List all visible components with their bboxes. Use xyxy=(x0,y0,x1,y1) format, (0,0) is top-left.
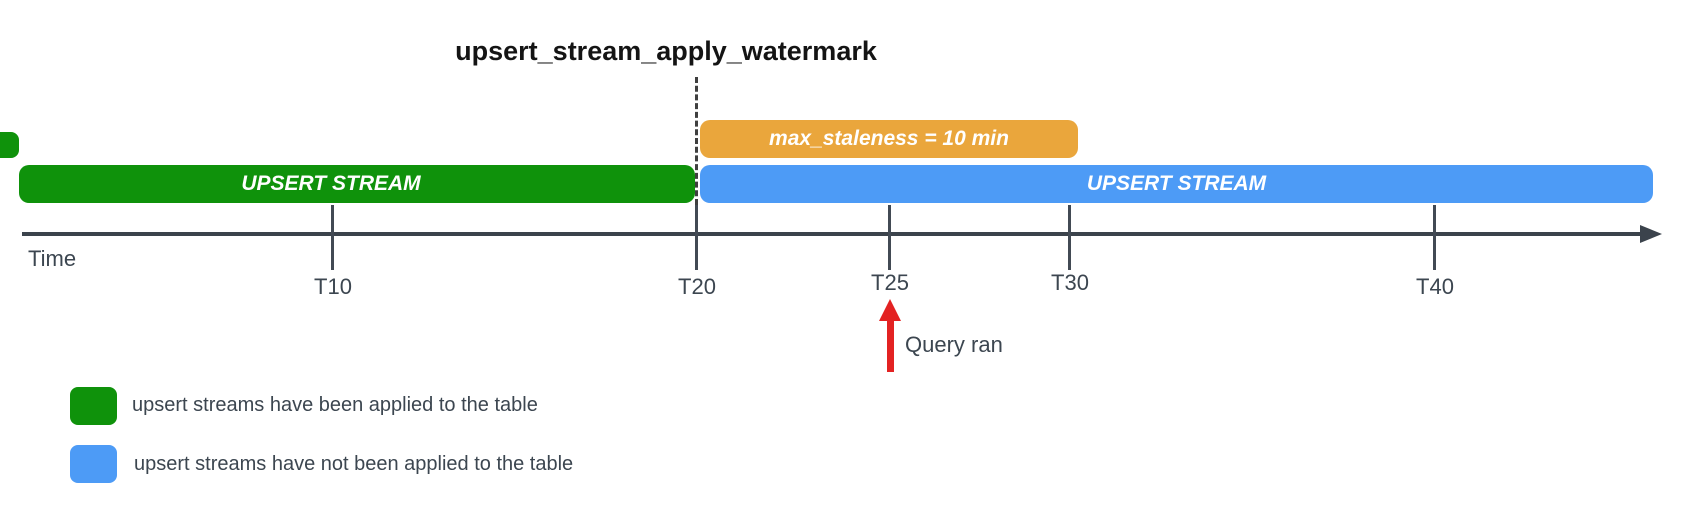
time-axis-arrowhead-icon xyxy=(1640,225,1662,243)
legend-label-applied: upsert streams have been applied to the … xyxy=(132,394,538,416)
applied-stream-bar-partial xyxy=(0,132,19,158)
legend-swatch-not-applied xyxy=(70,445,117,483)
tick-t10 xyxy=(331,205,334,270)
applied-stream-bar-label: UPSERT STREAM xyxy=(241,172,421,195)
tick-label-t40: T40 xyxy=(1416,274,1454,299)
watermark-dashed-line xyxy=(695,77,698,205)
diagram-title: upsert_stream_apply_watermark xyxy=(455,36,877,66)
legend-swatch-applied xyxy=(70,387,117,425)
tick-t30 xyxy=(1068,205,1071,270)
tick-t25 xyxy=(888,205,891,270)
tick-label-t20: T20 xyxy=(678,274,716,299)
tick-label-t10: T10 xyxy=(314,274,352,299)
staleness-window-label: max_staleness = 10 min xyxy=(769,127,1009,150)
legend-label-not-applied: upsert streams have not been applied to … xyxy=(134,453,574,475)
staleness-window-bar: max_staleness = 10 min xyxy=(700,120,1078,158)
tick-t20 xyxy=(695,205,698,270)
tick-label-t30: T30 xyxy=(1051,270,1089,295)
query-ran-arrow-icon xyxy=(879,299,901,321)
query-ran-label: Query ran xyxy=(905,332,1003,357)
tick-t40 xyxy=(1433,205,1436,270)
query-ran-arrow-shaft xyxy=(887,320,894,372)
tick-label-t25: T25 xyxy=(871,270,909,295)
not-applied-stream-bar-label: UPSERT STREAM xyxy=(1086,172,1267,195)
not-applied-stream-bar: UPSERT STREAM xyxy=(700,165,1653,203)
applied-stream-bar: UPSERT STREAM xyxy=(19,165,695,203)
time-axis-line xyxy=(22,232,1644,236)
time-axis-label: Time xyxy=(28,246,77,271)
